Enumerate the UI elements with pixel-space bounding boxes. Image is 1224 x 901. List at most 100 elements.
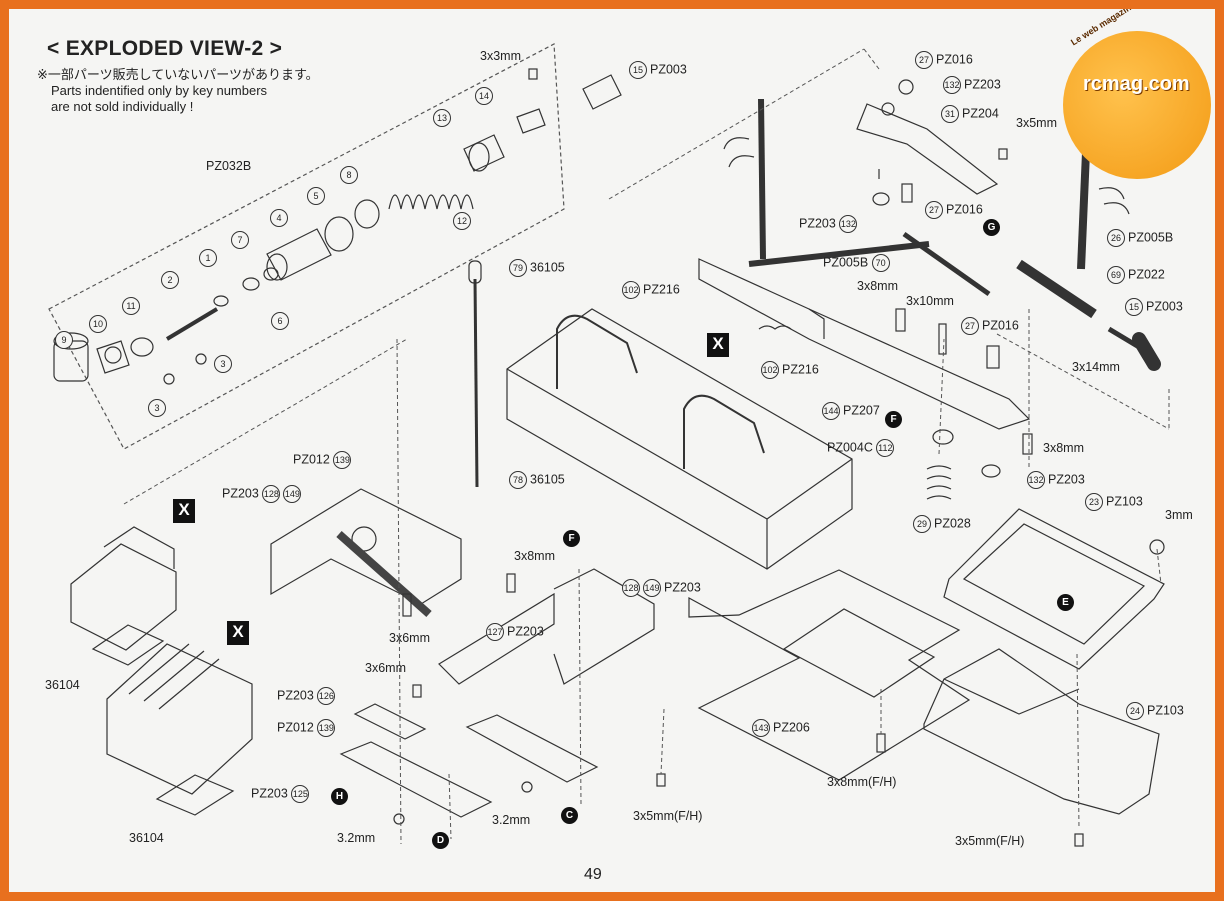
part-132-nut-b [872, 192, 890, 206]
part-27-ball [881, 102, 895, 116]
label-3x8-a: 3x8mm [514, 549, 555, 563]
key-1: 1 [199, 249, 220, 267]
label-3x6-b: 3x6mm [365, 661, 406, 675]
key-11: 11 [122, 297, 143, 315]
part-132-nut [898, 79, 914, 95]
washer-3-2-b [521, 781, 533, 793]
label-3x5-a: 3x5mm [1016, 116, 1057, 130]
label-36104-a: 36104 [45, 678, 80, 692]
key-13: 13 [433, 109, 454, 127]
label-3x8-c: 3x8mm [1043, 441, 1084, 455]
label-3-2-b: 3.2mm [492, 813, 531, 827]
label-3-2-a: 3.2mm [337, 831, 376, 845]
label-pz004c: PZ004C 112 [827, 439, 897, 457]
key-12: 12 [453, 212, 474, 230]
receiver [70, 543, 177, 651]
part-132-nut-c [981, 464, 1001, 478]
battery-box [506, 308, 853, 570]
screw-3x6-a [402, 593, 412, 617]
part-23-bulkhead [943, 508, 1165, 670]
x-badge-receiver: X [173, 499, 195, 523]
servo-mount-front [270, 488, 462, 605]
screw-3x8fh [876, 733, 886, 753]
part-4-body [266, 228, 332, 281]
marker-f-lower: F [563, 530, 580, 547]
key-3-b: 3 [148, 399, 169, 417]
part-15-pivot-b [1132, 332, 1161, 371]
marker-d: D [432, 832, 449, 849]
part-12-spring [388, 194, 474, 210]
part-1 [213, 295, 229, 307]
part-14 [516, 108, 546, 134]
part-126-plate [353, 703, 427, 740]
screw-3x8-b [895, 308, 906, 332]
label-3x14: 3x14mm [1072, 360, 1120, 374]
label-pz012-a: PZ012 139 [293, 451, 354, 469]
part-31-arm [856, 103, 999, 195]
servo-arm [336, 531, 432, 617]
tape-36104-b [155, 774, 235, 816]
screw-3x6-b [412, 684, 422, 698]
label-pz032b: PZ032B [206, 159, 252, 173]
screw-3x3 [528, 68, 538, 80]
part-2-shaft [165, 307, 219, 341]
x-badge-battery: X [707, 333, 729, 357]
part-29-spring [926, 465, 952, 500]
marker-f-upper: F [885, 411, 902, 428]
key-6: 6 [271, 312, 292, 330]
label-pz203-g: PZ203 132 [799, 215, 860, 233]
part-112 [932, 429, 954, 445]
part-70-rod-b [902, 231, 991, 297]
part-125-plate [339, 741, 493, 818]
key-7: 7 [231, 231, 252, 249]
part-6 [242, 277, 260, 291]
marker-e: E [1057, 594, 1074, 611]
key-9: 9 [55, 331, 76, 349]
logo-brand: rcmag.com [1083, 73, 1190, 95]
part-102-strap-a [556, 314, 638, 389]
note-english-2: are not sold individually ! [51, 99, 194, 114]
label-3mm: 3mm [1165, 508, 1193, 522]
screw-3x5fh-a [656, 773, 666, 787]
label-3x5fh-b: 3x5mm(F/H) [955, 834, 1025, 848]
label-3x6-a: 3x6mm [389, 631, 430, 645]
washer-3-2-a [393, 813, 405, 825]
availability-note: ※一部パーツ販売していないパーツがあります。 Parts indentified… [37, 67, 319, 115]
part-69-pz022 [1016, 259, 1097, 319]
part-10-rod-end [96, 340, 130, 374]
key-5: 5 [307, 187, 328, 205]
esc [106, 643, 253, 795]
servo-mount-rear [553, 568, 655, 685]
part-27-ball-b [901, 183, 913, 203]
page-title: < EXPLODED VIEW-2 > [47, 37, 283, 60]
part-102-strap-b [683, 394, 765, 469]
plate-c [465, 714, 599, 783]
marker-h: H [331, 788, 348, 805]
label-pz203-e: PZ203 125 [251, 785, 312, 803]
nut-3mm [1149, 539, 1165, 555]
label-36104-b: 36104 [129, 831, 164, 845]
shock-assembly-frame [48, 43, 565, 450]
key-8: 8 [340, 166, 361, 184]
label-3x3: 3x3mm [480, 49, 521, 63]
screw-3x8-c [1022, 433, 1033, 455]
screw-3x5fh-b [1074, 833, 1084, 847]
label-pz012-b: PZ012 139 [277, 719, 338, 737]
label-3x8-b: 3x8mm [857, 279, 898, 293]
